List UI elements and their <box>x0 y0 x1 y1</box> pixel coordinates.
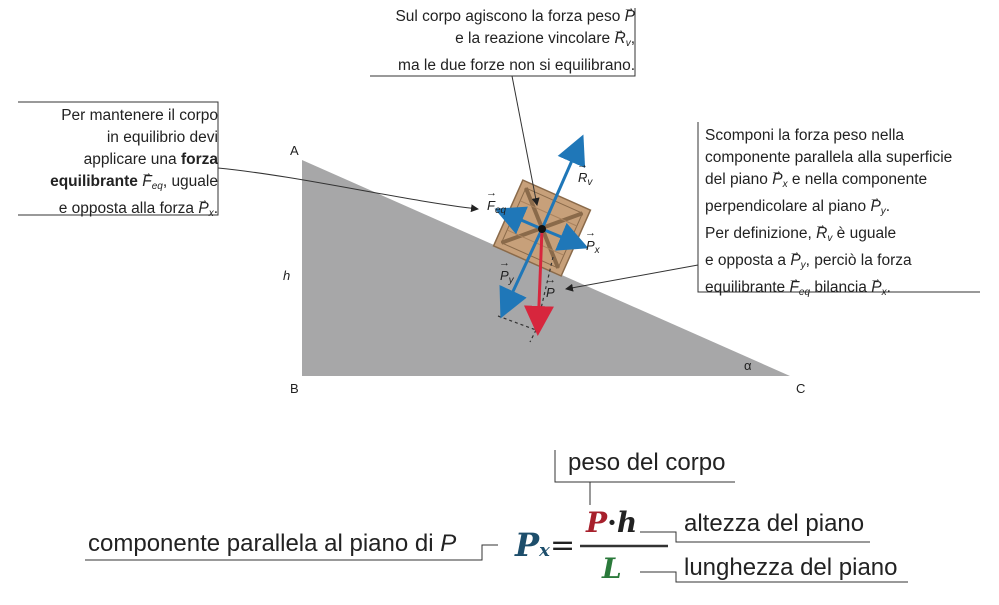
rv-arrow <box>540 134 586 230</box>
angle-alpha-label: α <box>744 358 752 373</box>
note-right-sub-y: y <box>880 206 886 217</box>
formula-rules <box>85 450 908 583</box>
note-forces-not-balanced: Sul corpo agiscono la forza peso P e la … <box>352 6 639 77</box>
p-arrow <box>523 228 554 336</box>
p-label-letter: P <box>546 285 555 300</box>
note-right-vec-py2: P <box>790 252 800 269</box>
formula-length-label: lunghezza del piano <box>684 554 898 581</box>
vertex-b-label: B <box>290 381 299 396</box>
note-right-sub-v: v <box>827 233 833 244</box>
note-left-line5b: . <box>213 200 218 217</box>
note-right-sub-x2: x <box>881 287 887 298</box>
feq-arrow <box>494 206 543 235</box>
note-right-line4a: perpendicolare al piano <box>705 198 871 215</box>
note-right-line6b: , perciò la forza <box>805 252 912 269</box>
p-label: P <box>546 285 555 300</box>
note-right-vec-rv: R <box>816 225 827 242</box>
note-top-line3: ma le due forze non si equilibrano. <box>398 57 635 74</box>
note-right-vec-px: P <box>772 171 782 188</box>
formula-lhs-p: P <box>515 526 540 564</box>
note-right-line6a: e opposta a <box>705 252 791 269</box>
vertex-a-label: A <box>290 143 299 158</box>
feq-label-sub: eq <box>494 205 507 216</box>
formula-num-p: P <box>586 506 608 539</box>
note-left-vec-p: P <box>198 200 208 217</box>
note-right-line5a: Per definizione, <box>705 225 817 242</box>
note-right-vec-px2: P <box>871 279 881 296</box>
rv-label-letter: R <box>578 170 587 185</box>
formula-equals: = <box>550 528 576 563</box>
formula-parallel-var: P <box>440 530 457 557</box>
px-arrow <box>541 222 589 251</box>
leader-lines <box>18 8 980 293</box>
note-right-line5b: è uguale <box>832 225 897 242</box>
formula-num-dot: · <box>607 506 617 539</box>
feq-label: Feq <box>487 198 506 216</box>
note-left-line5a: e opposta alla forza <box>58 200 199 217</box>
px-label: Px <box>586 238 600 256</box>
formula-weight-label: peso del corpo <box>568 449 726 476</box>
note-left-line3a: applicare una <box>83 151 181 168</box>
note-left-line4a: equilibrante <box>50 173 143 190</box>
px-label-sub: x <box>594 245 600 256</box>
rv-label-sub: v <box>587 177 593 188</box>
note-left-line3b: forza <box>180 151 218 168</box>
formula-parallel-label: componente parallela al piano di P <box>88 530 456 558</box>
note-right-vec-py: P <box>870 198 880 215</box>
note-decomposition: Scomponi la forza peso nella componente … <box>705 125 990 304</box>
note-top-comma: , <box>630 30 635 47</box>
center-of-mass <box>538 225 546 233</box>
note-right-vec-feq: F <box>789 279 798 296</box>
note-right-line7a: equilibrante <box>705 279 790 296</box>
formula-lhs-sub: x <box>539 540 550 561</box>
vertex-c-label: C <box>796 381 806 396</box>
note-equilibrium-force: Per mantenere il corpo in equilibrio dev… <box>18 105 218 225</box>
formula-parallel-text: componente parallela al piano di <box>88 530 441 557</box>
note-top-line1: Sul corpo agiscono la forza peso <box>395 8 625 25</box>
note-top-vec-p: P <box>625 8 635 25</box>
note-left-sub-x: x <box>208 208 214 219</box>
note-top-line2: e la reazione vincolare <box>455 30 615 47</box>
note-right-line2: componente parallela alla superficie <box>705 149 953 166</box>
note-left-line2: in equilibrio devi <box>106 129 218 146</box>
note-right-line1: Scomponi la forza peso nella <box>705 127 905 144</box>
note-top-vec-r: R <box>614 30 625 47</box>
py-label-letter: P <box>500 268 509 283</box>
note-left-sub-eq: eq <box>151 181 163 192</box>
py-label-sub: y <box>508 275 514 286</box>
formula-denominator: L <box>602 552 622 585</box>
feq-label-letter: F <box>487 198 495 213</box>
py-arrow <box>499 228 544 319</box>
note-left-line4b: , uguale <box>162 173 218 190</box>
height-label: h <box>283 268 291 283</box>
rv-label: Rv <box>578 170 592 188</box>
note-right-line4b: . <box>885 198 891 215</box>
formula-lhs: Px <box>515 526 550 564</box>
px-label-letter: P <box>586 238 595 253</box>
note-right-sub-x: x <box>782 179 788 190</box>
note-right-line3a: del piano <box>705 171 773 188</box>
formula-numerator: P·h <box>586 506 637 539</box>
formula-height-label: altezza del piano <box>684 510 865 537</box>
note-right-sub-eq: eq <box>798 287 811 298</box>
note-right-line3b: e nella componente <box>787 171 928 188</box>
note-right-sub-y2: y <box>800 260 806 271</box>
note-right-line7b: bilancia <box>810 279 872 296</box>
note-left-line1: Per mantenere il corpo <box>61 107 218 124</box>
note-right-line7c: . <box>886 279 891 296</box>
note-left-vec-f: F <box>142 173 151 190</box>
py-label: Py <box>500 268 514 286</box>
note-top-sub-v: v <box>625 38 631 49</box>
formula-num-h: h <box>616 506 638 539</box>
